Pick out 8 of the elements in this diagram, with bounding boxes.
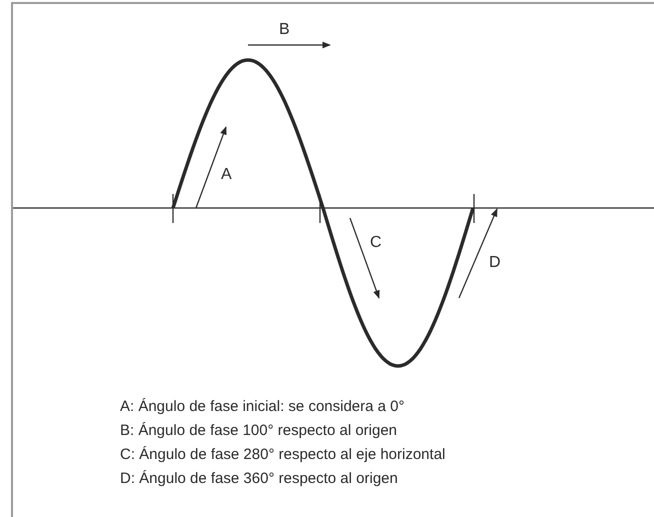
arrow-letter: D — [489, 254, 501, 272]
legend-note: C: Ángulo de fase 280° respecto al eje horizontal — [120, 446, 446, 464]
legend-note: D: Ángulo de fase 360° respecto al origen — [120, 470, 398, 488]
legend-note: A: Ángulo de fase inicial: se considera a 0° — [120, 398, 405, 416]
legend-note: B: Ángulo de fase 100° respecto al origen — [120, 422, 398, 440]
arrow-letter: C — [370, 234, 382, 252]
arrow-letter: A — [221, 166, 232, 184]
arrow-letter: B — [279, 21, 290, 39]
